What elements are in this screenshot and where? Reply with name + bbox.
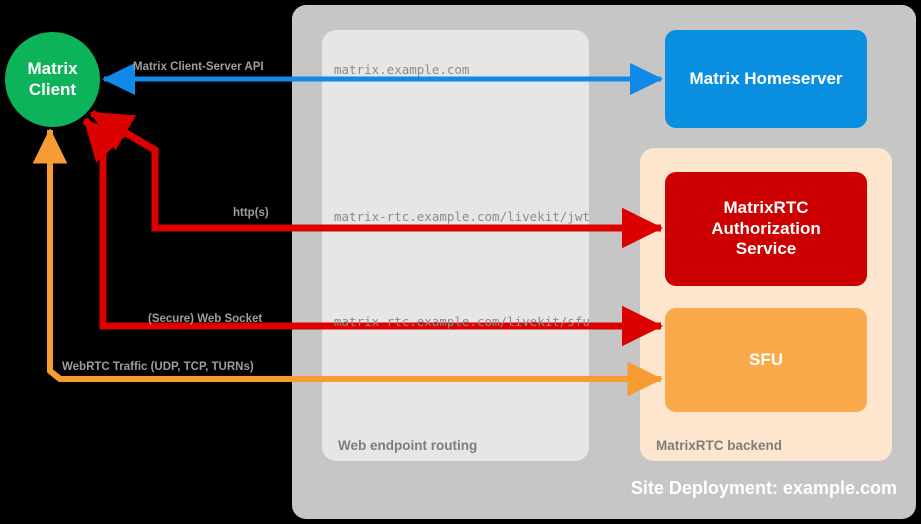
auth-service-label-line3: Service bbox=[735, 239, 797, 259]
matrix-client-label-line1: Matrix bbox=[27, 59, 78, 79]
matrix-client-label-line2: Client bbox=[28, 79, 77, 99]
url-livekit-sfu: matrix-rtc.example.com/livekit/sfu bbox=[334, 314, 590, 329]
flow-label-web-socket: (Secure) Web Socket bbox=[148, 313, 263, 325]
sfu-label: SFU bbox=[749, 349, 783, 369]
flow-label-client-server-api: Matrix Client-Server API bbox=[133, 61, 264, 73]
matrix-client-node[interactable]: Matrix Client bbox=[5, 32, 100, 127]
flow-livekit-sfu bbox=[82, 117, 664, 347]
url-matrix-example-com: matrix.example.com bbox=[334, 62, 470, 77]
web-endpoint-routing-zone bbox=[322, 30, 589, 461]
matrixrtc-authorization-service-node[interactable]: MatrixRTC Authorization Service bbox=[665, 172, 867, 286]
flow-label-https: http(s) bbox=[233, 207, 269, 219]
sfu-node[interactable]: SFU bbox=[665, 308, 867, 412]
matrix-homeserver-node[interactable]: Matrix Homeserver bbox=[665, 30, 867, 128]
web-endpoint-routing-label: Web endpoint routing bbox=[338, 438, 478, 453]
matrix-homeserver-label: Matrix Homeserver bbox=[689, 68, 843, 88]
auth-service-label-line1: MatrixRTC bbox=[723, 197, 809, 217]
flow-webrtc-media bbox=[32, 128, 663, 397]
flow-label-webrtc-traffic: WebRTC Traffic (UDP, TCP, TURNs) bbox=[62, 361, 254, 373]
matrixrtc-backend-label: MatrixRTC backend bbox=[656, 438, 783, 453]
url-livekit-jwt: matrix-rtc.example.com/livekit/jwt bbox=[334, 209, 590, 224]
auth-service-label-line2: Authorization bbox=[711, 218, 821, 238]
site-deployment-title: Site Deployment: example.com bbox=[630, 478, 897, 498]
